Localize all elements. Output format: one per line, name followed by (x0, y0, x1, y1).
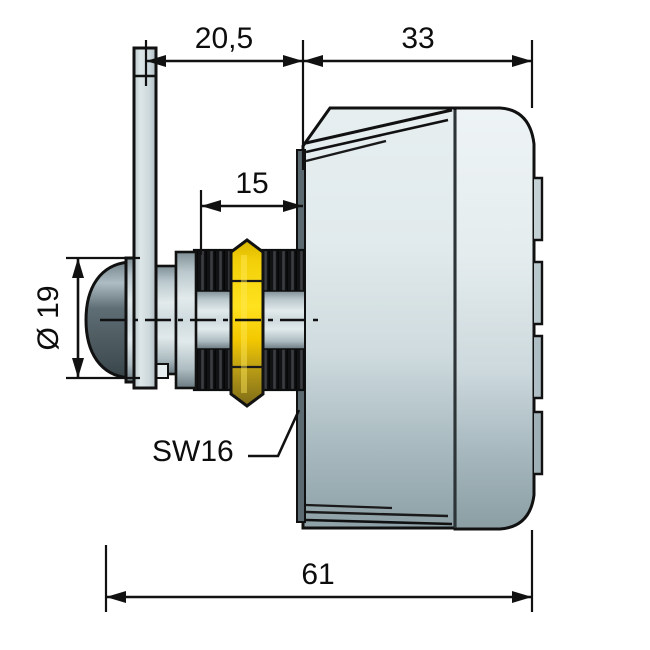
housing-side-tabs (534, 176, 544, 476)
dimension-15: 15 (199, 167, 303, 255)
cam-lever (132, 46, 158, 390)
dimension-label-33: 33 (401, 22, 434, 55)
brass-hex-nut (229, 238, 265, 408)
dimension-20-5: 20,5 (144, 22, 305, 170)
dimension-diameter-19: Ø 19 (32, 256, 140, 380)
dimension-label-15: 15 (235, 167, 268, 200)
dimension-label-diameter-19: Ø 19 (32, 285, 65, 350)
dimension-label-61: 61 (301, 558, 334, 591)
housing-body (296, 106, 544, 531)
sw16-leader-line (248, 409, 301, 458)
dimension-33: 33 (303, 22, 534, 108)
dimension-61: 61 (104, 530, 534, 612)
annotation-label-sw16: SW16 (152, 435, 234, 468)
dimension-label-20-5: 20,5 (195, 22, 253, 55)
annotation-sw16: SW16 (152, 409, 301, 468)
